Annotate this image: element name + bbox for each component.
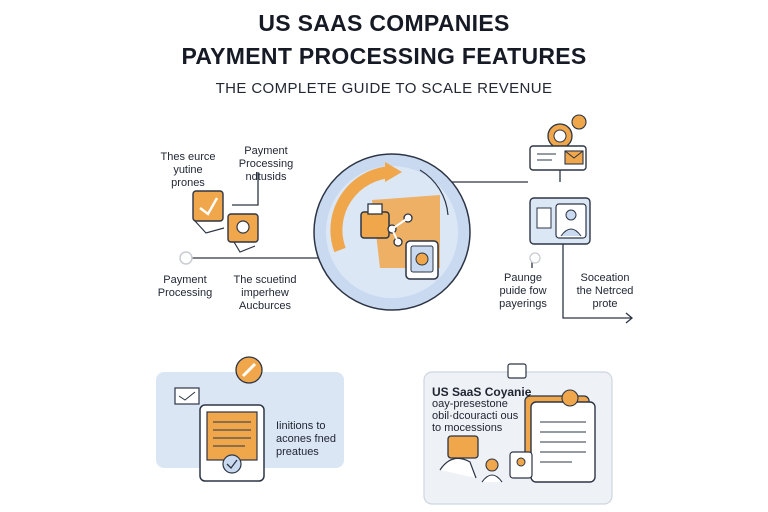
label-bottom-middle-line: Aucburces [239, 300, 291, 312]
label-bottom-middle: The scuetind imperhew Aucburces [220, 274, 310, 313]
label-top-left-line: yutine [173, 164, 203, 176]
person-icon [481, 458, 503, 483]
label-bottom-middle-line: The scuetind [233, 274, 297, 286]
card-right-text-line: to mocessions [432, 422, 503, 434]
document-stack-icon [524, 389, 596, 483]
label-right-right-line: Soceation [580, 272, 630, 284]
label-right-right-line: prote [592, 298, 618, 310]
label-top-left-line: Thes eurce [160, 151, 216, 163]
label-bottom-left-line: Payment [163, 274, 207, 286]
label-bottom-left: Payment Processing [145, 274, 225, 300]
label-top-middle-line: Processing [238, 158, 294, 170]
tablet-icon [405, 240, 439, 280]
coin-icon [547, 114, 587, 149]
mail-icon [529, 145, 587, 171]
label-bottom-left-line: Processing [157, 287, 213, 299]
payment-flow-icon [360, 203, 413, 247]
monitor-icon [507, 363, 527, 379]
card-right-text-line: obil·dcouracti ous [432, 410, 519, 422]
label-top-middle-line: ndtusids [245, 171, 287, 183]
page-title-line-1: US SAAS COMPANIES [258, 10, 510, 36]
label-right-left-line: Paunge [504, 272, 542, 284]
hand-card-icon [439, 435, 479, 479]
page-subtitle: THE COMPLETE GUIDE TO SCALE REVENUE [215, 80, 553, 97]
tools-icon [235, 356, 263, 384]
label-right-right: Soceation the Netrced prote [562, 272, 648, 311]
page-title-line-2: PAYMENT PROCESSING FEATURES [181, 43, 587, 69]
label-right-left: Paunge puide fow payerings [486, 272, 560, 311]
user-profile-icon [529, 197, 591, 245]
card-left-text: Iinitions to acones fned preatues [276, 420, 342, 459]
label-top-left: Thes eurce yutine prones [148, 151, 228, 190]
label-right-left-line: payerings [499, 298, 547, 310]
label-top-left-line: prones [171, 177, 205, 189]
node-right [529, 252, 541, 264]
label-right-right-line: the Netrced [576, 285, 634, 297]
phone-user-icon [509, 451, 533, 479]
label-top-middle: Payment Processing ndtusids [226, 145, 306, 184]
node-left [179, 251, 193, 265]
card-left-text-line: Iinitions to [276, 420, 326, 432]
card-right-text-line: oay-presestone [432, 398, 508, 410]
gear-icon [227, 213, 259, 253]
card-left-text-line: acones fned [276, 433, 336, 445]
card-right-title: US SaaS Coyanie [432, 385, 532, 399]
card-left-text-line: preatues [276, 446, 319, 458]
clipboard-icon [174, 387, 265, 482]
label-right-left-line: puide fow [499, 285, 547, 297]
card-right-text: US SaaS Coyanie oay-presestone obil·dcou… [432, 386, 542, 434]
label-bottom-middle-line: imperhew [241, 287, 289, 299]
payment-card-icon [192, 190, 225, 234]
label-top-middle-line: Payment [244, 145, 288, 157]
